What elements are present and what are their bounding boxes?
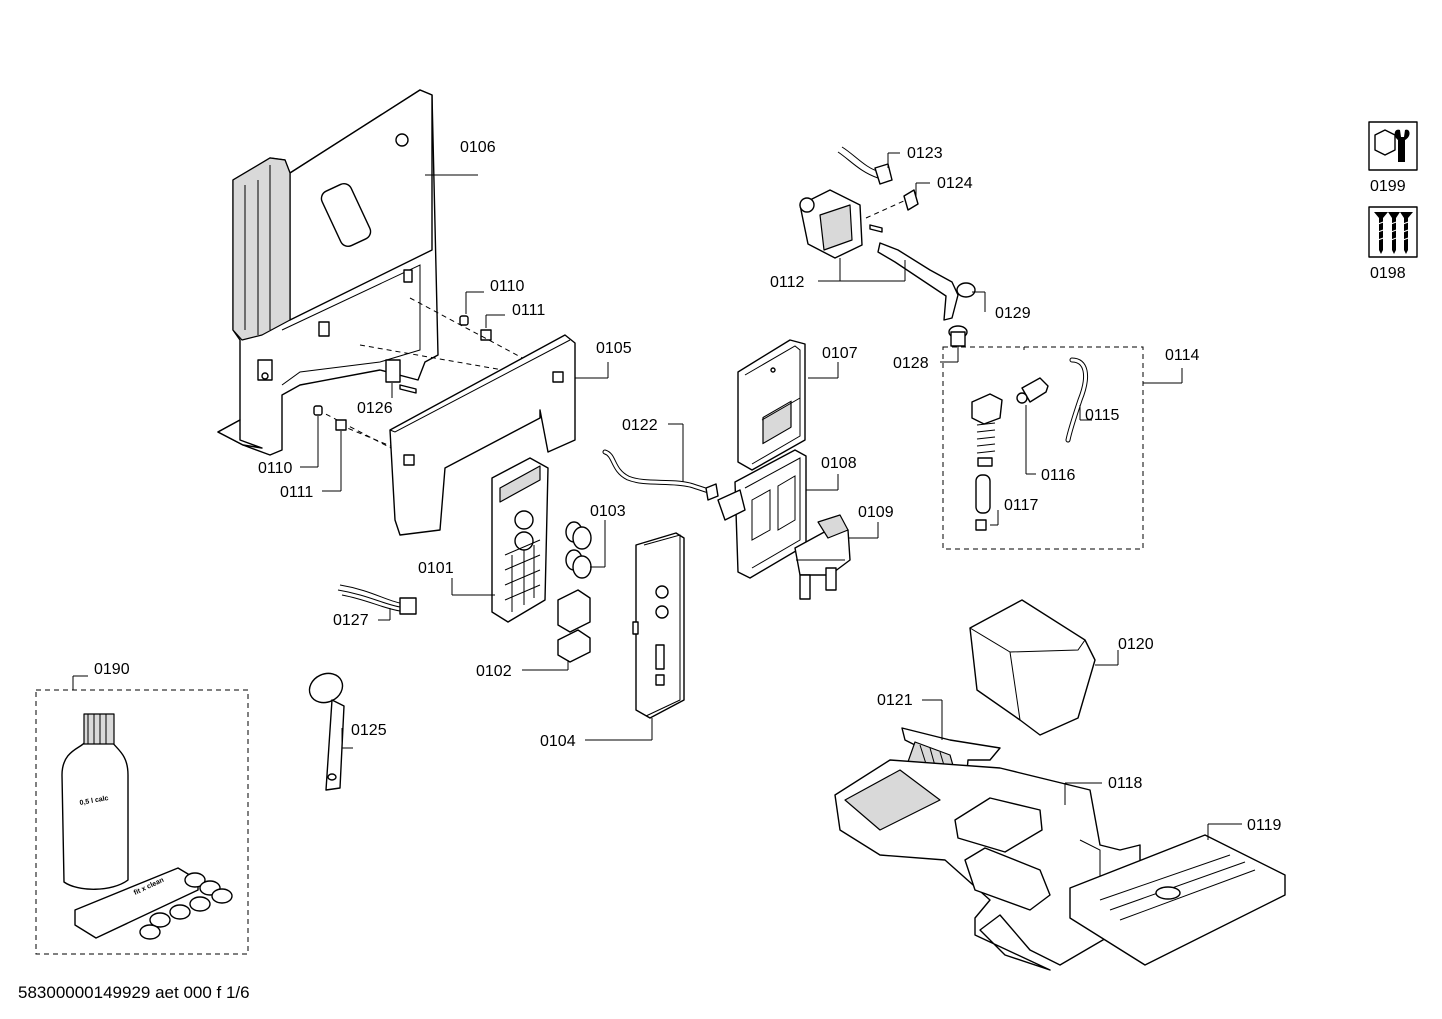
- part-0105-cover: [389, 334, 576, 536]
- label-0110-upper: 0110: [490, 278, 525, 295]
- part-0128-nozzle: [948, 325, 968, 347]
- label-0107: 0107: [822, 345, 858, 362]
- part-0111-clip-lower: [335, 419, 347, 431]
- part-0103-knobs: [565, 521, 592, 579]
- label-0117: 0117: [1004, 497, 1039, 514]
- part-0126-screw: [385, 359, 417, 394]
- document-footer: 58300000149929 aet 000 f 1/6: [18, 983, 250, 1002]
- label-0104: 0104: [540, 733, 576, 750]
- label-0127: 0127: [333, 612, 369, 629]
- label-0119: 0119: [1247, 817, 1282, 834]
- label-0102: 0102: [476, 663, 512, 680]
- label-0124: 0124: [937, 175, 973, 192]
- part-0109-outlet: [794, 514, 851, 600]
- part-0120-container: [969, 599, 1096, 736]
- part-0115-tube: [1065, 357, 1089, 443]
- part-0101-panel-frame: [491, 457, 549, 623]
- label-0120: 0120: [1118, 636, 1154, 653]
- label-0190: 0190: [94, 661, 130, 678]
- bottle-label: 0,5 l calc: [79, 795, 109, 807]
- part-0108-holder: [717, 449, 807, 579]
- part-0111-clip-upper: [480, 329, 492, 341]
- part-0104-front-panel: [632, 532, 685, 719]
- part-0114-piston: [971, 393, 1003, 531]
- part-0127-cable: [337, 584, 417, 615]
- part-0123-sensor-cable: [837, 146, 893, 185]
- part-0119-drip-cover: [1069, 834, 1286, 966]
- part-0118-drip-tray: [834, 759, 1141, 971]
- kit-0114-box: [942, 346, 1144, 550]
- part-0124-clip: [903, 189, 919, 211]
- kit-0190-box: [35, 689, 249, 955]
- label-0111-lower: 0111: [280, 484, 313, 501]
- part-0112-valve: [799, 189, 976, 321]
- label-0118: 0118: [1108, 775, 1143, 792]
- part-0107-panel: [737, 339, 806, 471]
- part-0190-descaler-bottle: 0,5 l calc: [61, 713, 129, 890]
- part-0110-clip-lower: [313, 405, 323, 416]
- label-0108: 0108: [821, 455, 857, 472]
- part-0125-spoon: [308, 672, 345, 791]
- part-0116-valve: [1016, 377, 1049, 404]
- label-0106: 0106: [460, 139, 496, 156]
- part-0106-housing: [217, 89, 439, 456]
- label-0111-upper: 0111: [512, 302, 545, 319]
- label-0112: 0112: [770, 274, 805, 291]
- label-0115: 0115: [1085, 407, 1120, 424]
- screws-icon: [1368, 206, 1418, 258]
- label-0116: 0116: [1041, 467, 1076, 484]
- label-0198: 0198: [1370, 265, 1406, 282]
- label-0129: 0129: [995, 305, 1031, 322]
- label-0114: 0114: [1165, 347, 1200, 364]
- label-0109: 0109: [858, 504, 894, 521]
- label-0125: 0125: [351, 722, 387, 739]
- label-0110-lower: 0110: [258, 460, 293, 477]
- label-0121: 0121: [877, 692, 913, 709]
- wrench-hex-icon: [1368, 121, 1418, 171]
- label-0105: 0105: [596, 340, 632, 357]
- label-0103: 0103: [590, 503, 626, 520]
- label-0199: 0199: [1370, 178, 1406, 195]
- label-0123: 0123: [907, 145, 943, 162]
- label-0101: 0101: [418, 560, 454, 577]
- part-0102-buttons: [557, 589, 591, 663]
- part-0110-clip-upper: [459, 315, 469, 326]
- label-0128: 0128: [893, 355, 929, 372]
- part-0190-cleaning-pack: fit x clean: [74, 867, 233, 940]
- part-0122-tube: [602, 449, 719, 501]
- label-0122: 0122: [622, 417, 658, 434]
- label-0126: 0126: [357, 400, 393, 417]
